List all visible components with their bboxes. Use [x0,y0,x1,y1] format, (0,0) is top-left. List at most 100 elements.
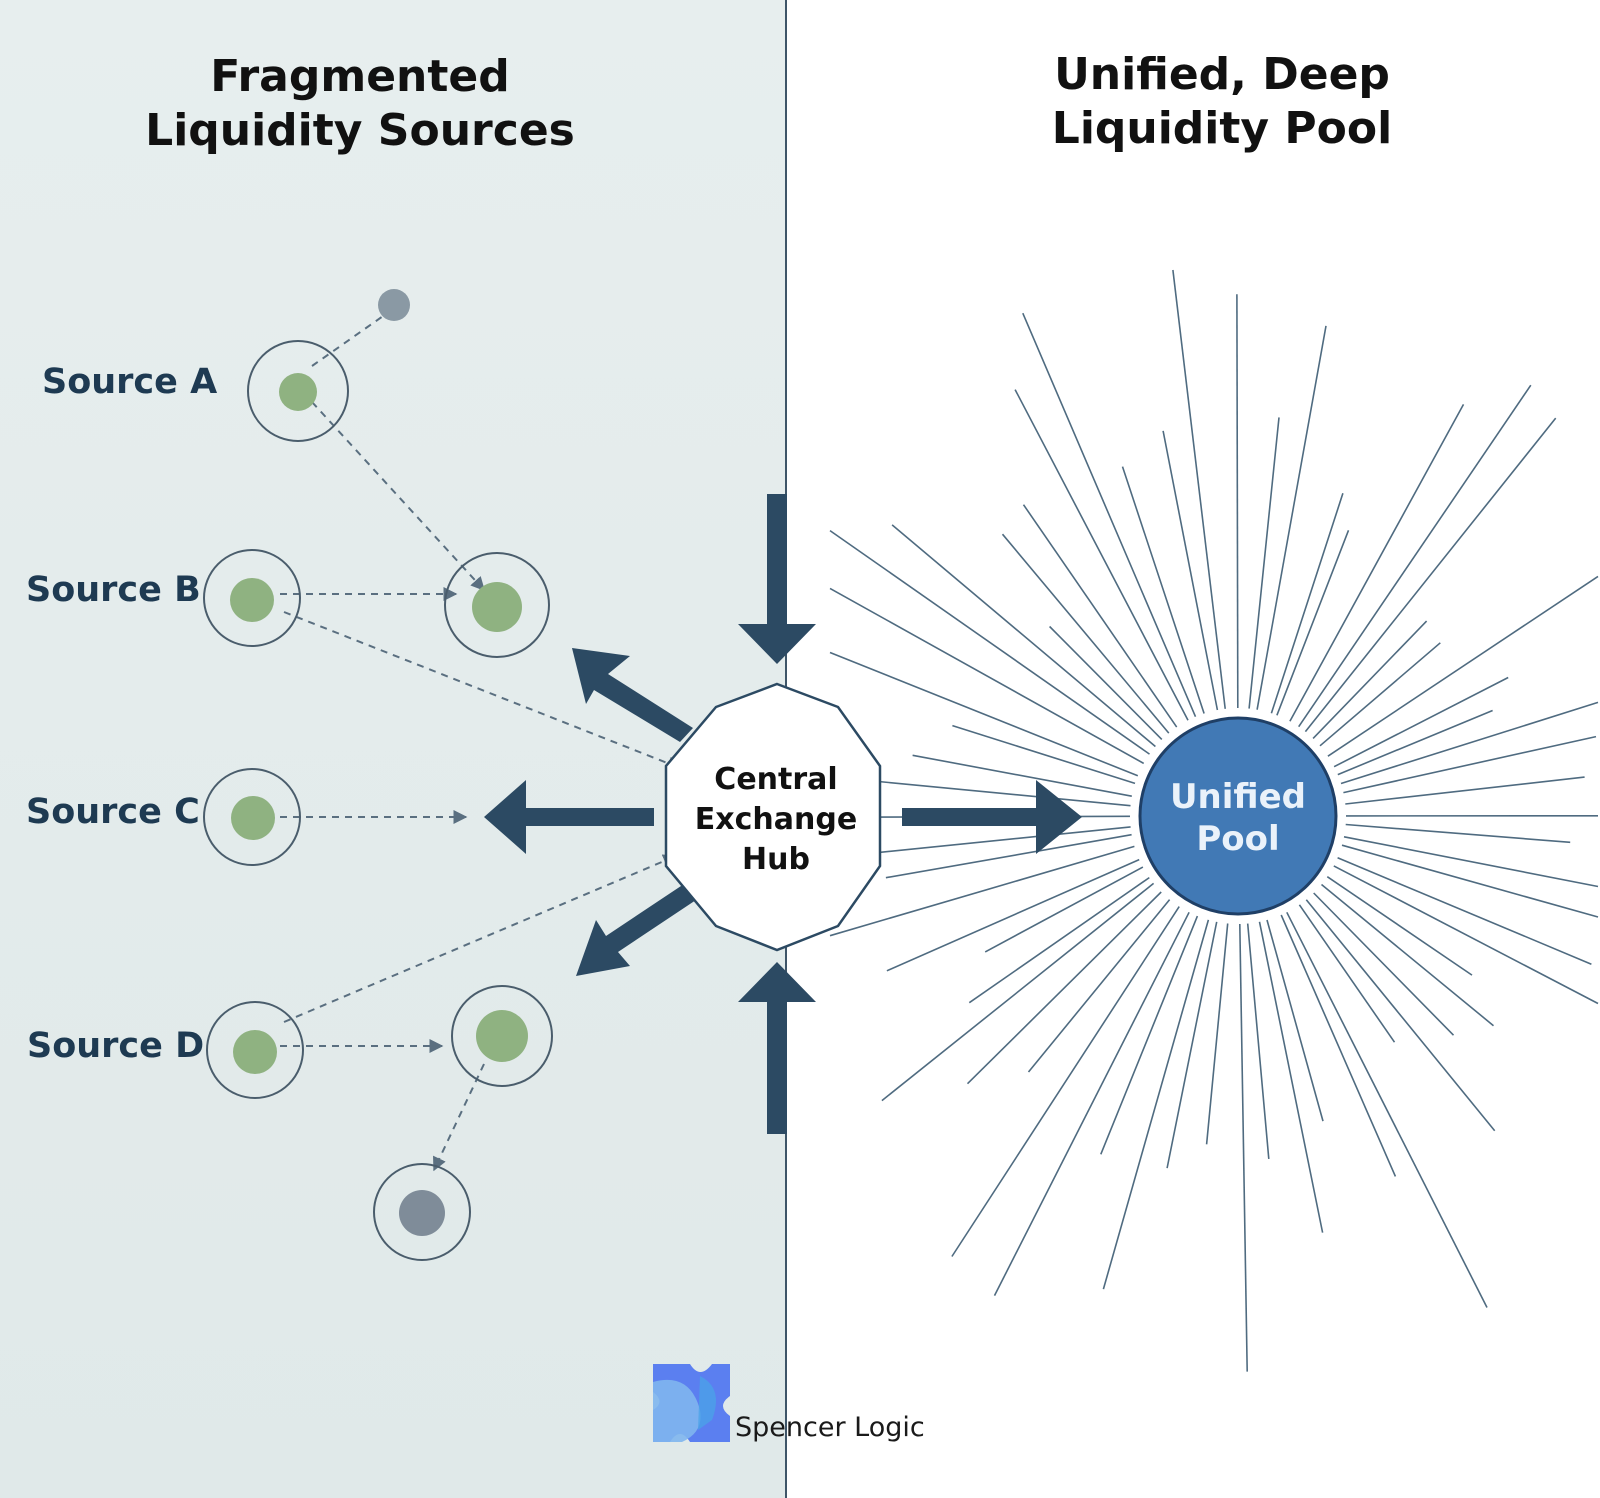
connector-a-to-gray [311,313,387,367]
pool-ray [1337,709,1493,776]
pool-ray [1205,923,1229,1145]
pool-ray [1305,899,1496,1132]
pool-ray [1333,865,1599,1005]
pool-ray [847,777,1131,807]
pool-ray [1340,701,1599,785]
pool-ray [984,866,1144,953]
dashed-connectors [280,313,682,1172]
connector-b-to-hub [283,611,682,770]
pool-ray [1049,625,1163,740]
flow-arrows [484,494,1082,1134]
pool-label-line-1: Unified [1169,777,1307,817]
unified-pool-circle [1138,716,1338,916]
pool-ray [1022,312,1197,718]
pool-ray [1166,921,1218,1169]
pool-ray [912,754,1132,797]
pool-ray [829,651,1139,777]
pool-ray [1162,430,1219,711]
arrow-hub-lower-left [576,884,696,976]
source-a-label: Source A [42,362,218,402]
brand-name: Spencer Logic [735,1412,925,1443]
pool-ray [1248,417,1280,709]
right-title-line-2: Liquidity Pool [1051,103,1393,154]
pool-ray [1014,389,1189,721]
source-b-node [203,549,301,647]
unified-pool-label: Unified Pool [1142,776,1334,860]
pool-ray [951,906,1180,1257]
pool-ray [886,858,1140,972]
pool-ray [1304,417,1557,733]
pool-ray [952,724,1136,785]
pool-ray [1298,904,1396,1043]
pool-ray [1326,876,1473,976]
pool-ray [829,529,1150,755]
pool-ray [1313,892,1455,1036]
pool-ray [891,524,1156,748]
pool-ray [885,833,1132,879]
source-c-node [203,768,301,866]
pool-ray [829,845,1135,937]
pool-ray [1276,530,1350,716]
hub-label-line-1: Central [714,762,838,797]
arrow-hub-left [484,780,654,854]
pool-ray [1286,911,1488,1308]
pool-ray [1239,923,1248,1372]
source-d-label: Source D [27,1026,205,1066]
pool-ray [1289,404,1465,722]
pool-ray [831,826,1131,859]
hub-label-line-3: Hub [742,842,810,877]
pool-ray [1001,533,1170,734]
source-d-gray-node [373,1163,471,1261]
arrow-hub-to-pool [902,780,1082,854]
pool-ray [1256,325,1327,710]
source-b-label: Source B [26,570,201,610]
pool-ray [1333,676,1509,768]
pool-ray [1312,620,1428,739]
pool-ray [1172,269,1226,709]
pool-ray [1320,883,1495,1027]
pool-ray [1266,919,1324,1122]
pool-ray [993,911,1190,1296]
pool-ray [1102,919,1210,1290]
right-title-line-1: Unified, Deep [1054,49,1390,100]
pool-ray [1121,466,1205,714]
pool-ray [881,882,1155,1102]
pool-ray [1337,857,1592,965]
arrow-up-into-hub [738,962,816,1134]
arrow-hub-upper-left [572,648,693,742]
left-panel-title: Fragmented Liquidity Sources [60,50,660,158]
connector-node-to-gray [433,1063,485,1172]
pool-ray [1027,899,1171,1073]
pool-rays [829,269,1599,1372]
source-a-node [247,340,349,442]
hub-label-line-2: Exchange [694,802,858,837]
pool-ray [1345,776,1585,805]
left-panel-background [0,0,786,1498]
right-panel-title: Unified, Deep Liquidity Pool [922,48,1522,156]
pool-ray [829,587,1145,765]
source-b-satellite [444,552,550,658]
pool-ray [968,876,1150,1004]
pool-ray [1343,735,1597,794]
pool-ray [1270,493,1344,714]
pool-ray [1327,575,1599,757]
pool-ray [1100,915,1199,1155]
pool-ray [1258,921,1324,1233]
source-a-satellite [378,289,410,321]
pool-ray [1345,823,1571,844]
connector-a-to-b-node [311,401,485,592]
pool-label-line-2: Pool [1196,819,1280,859]
pool-ray [1246,923,1270,1159]
pool-ray [1319,642,1441,747]
pool-ray [1280,914,1397,1177]
source-d-node [206,1001,304,1099]
source-d-satellite [451,985,553,1087]
pool-ray [1236,294,1239,709]
pool-ray [1022,504,1178,728]
pool-ray [1343,836,1599,888]
brand-logo-icon [653,1364,730,1442]
central-hub-label: Central Exchange Hub [664,760,888,880]
left-title-line-1: Fragmented [210,51,510,102]
